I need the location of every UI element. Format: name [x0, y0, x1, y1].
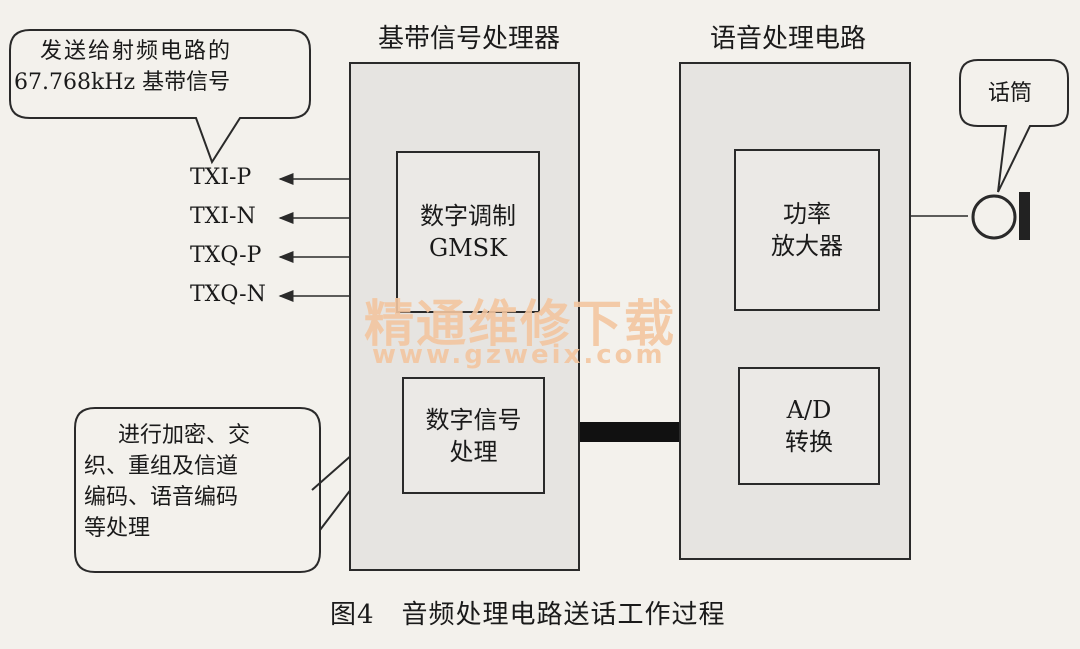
- microphone-callout-text: 话筒: [988, 81, 1033, 106]
- voice-circuit-panel: [679, 62, 911, 560]
- processing-callout-line3: 编码、语音编码: [84, 485, 239, 510]
- modulation-label-line2: GMSK: [428, 234, 508, 262]
- baseband-processor-heading: 基带信号处理器: [378, 24, 561, 54]
- power-amplifier-box: 功率 放大器: [734, 149, 880, 311]
- microphone-callout-bubble: [959, 59, 1069, 193]
- signal-label-txq-p: TXQ-P: [190, 243, 262, 268]
- ad-label-line2: 转换: [785, 428, 833, 456]
- watermark-url: www.gzweix.com: [372, 340, 666, 370]
- dsp-label-line2: 处理: [449, 437, 498, 466]
- signal-label-txq-n: TXQ-N: [190, 282, 266, 307]
- figure-caption: 图4 音频处理电路送话工作过程: [330, 600, 726, 630]
- voice-circuit-heading: 语音处理电路: [710, 24, 867, 54]
- microphone-icon: [971, 194, 1017, 240]
- ad-converter-box: A/D 转换: [738, 367, 880, 485]
- rf-callout-line2: 67.768kHz 基带信号: [14, 70, 231, 95]
- processing-callout-bubble: [74, 407, 321, 573]
- signal-label-txi-p: TXI-P: [190, 165, 252, 190]
- modulation-box: 数字调制 GMSK: [396, 151, 540, 313]
- rf-callout-bubble: [9, 29, 311, 165]
- dsp-label-line1: 数字信号: [425, 405, 522, 434]
- signal-label-txi-n: TXI-N: [190, 204, 256, 229]
- processing-callout-text: 进行加密、交 织、重组及信道 编码、语音编码 等处理: [84, 420, 314, 544]
- dsp-box: 数字信号 处理: [402, 377, 545, 494]
- rf-callout-line1: 发送给射频电路的: [40, 39, 233, 64]
- rf-callout-text: 发送给射频电路的 67.768kHz 基带信号: [14, 36, 306, 98]
- microphone-body-icon: [1019, 192, 1030, 240]
- processing-callout-line2: 织、重组及信道: [84, 454, 239, 479]
- processing-callout-line1: 进行加密、交: [118, 423, 251, 448]
- ad-label-line1: A/D: [786, 396, 832, 424]
- processing-callout-line4: 等处理: [84, 516, 151, 541]
- modulation-label-line1: 数字调制: [420, 202, 516, 230]
- watermark-text: 精通维修下载: [364, 295, 676, 353]
- amplifier-label-line1: 功率: [783, 200, 831, 228]
- amplifier-label-line2: 放大器: [771, 232, 843, 260]
